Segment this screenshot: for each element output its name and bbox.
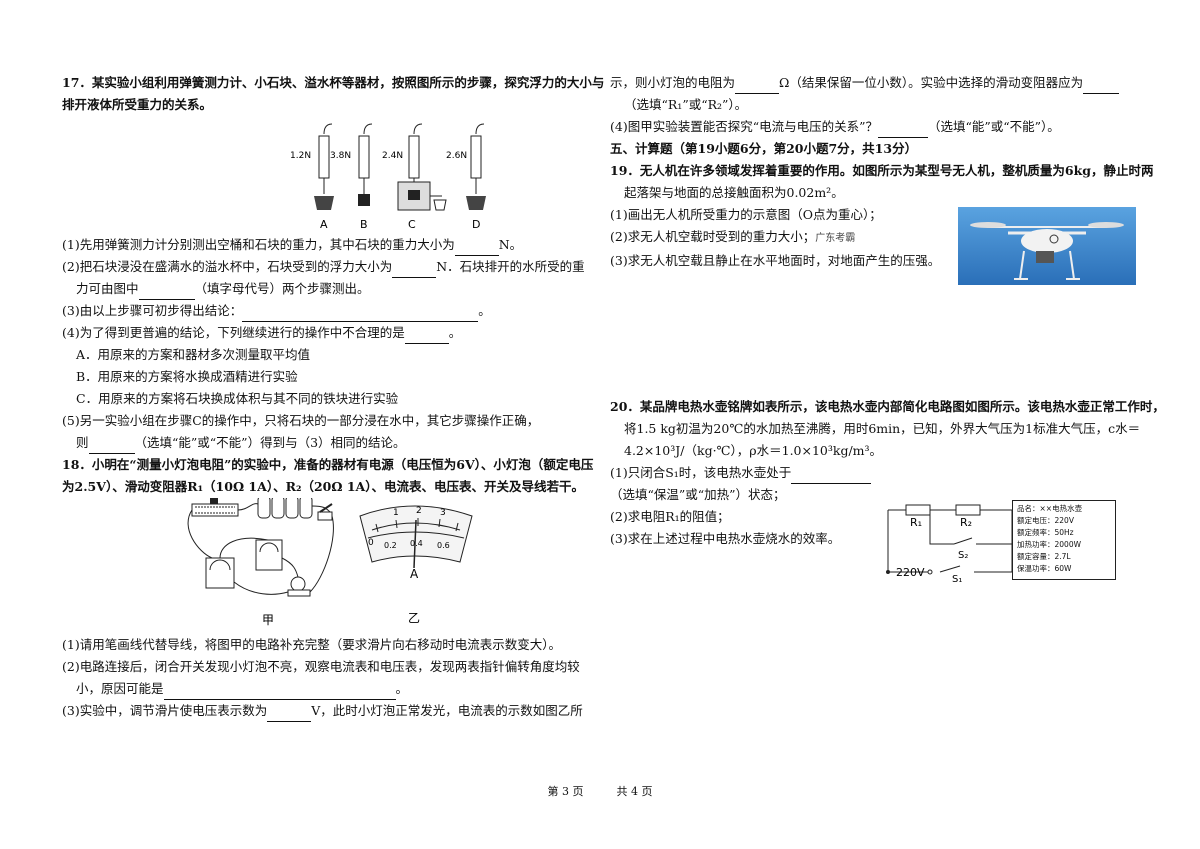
q18-sub-2-cont: 小，原因可能是。: [62, 678, 592, 700]
page-number: 第 3 页: [547, 785, 584, 798]
label-jia: 甲: [262, 613, 274, 627]
dial-top-2: 2: [416, 506, 422, 516]
label-yi: 乙: [408, 611, 420, 625]
q17-stem-2: 排开液体所受重力的关系。: [62, 97, 213, 112]
label-c: C: [408, 218, 416, 231]
ammeter: [255, 539, 283, 571]
q20-sub-3: (3)求在上述过程中电热水壶烧水的效率。: [610, 531, 841, 546]
reading-a: 1.2N: [290, 151, 311, 161]
left-column: 17．某实验小组利用弹簧测力计、小石块、溢水杯等器材，按照图所示的步骤，探究浮力…: [62, 72, 605, 722]
dial-bottom-3: 0.6: [437, 541, 450, 550]
ammeter-dial: 0 1 2 3 0.2 0.4 0.6 A: [359, 505, 473, 581]
dial-bottom-1: 0.2: [384, 541, 397, 550]
q17-option-c: C．用原来的方案将石块换成体积与其不同的铁块进行实验: [76, 391, 399, 406]
q18-sub-2: (2)电路连接后，闭合开关发现小灯泡不亮，观察电流表和电压表，发现两表指针偏转角…: [62, 659, 580, 674]
ammeter-needle: [413, 519, 417, 569]
dial-top-1: 1: [393, 508, 399, 518]
plate-row: 额定频率：50Hz: [1017, 528, 1074, 537]
q19-stem-2: 起落架与地面的总接触面积为0.02m²。: [624, 185, 844, 200]
wires: [187, 503, 334, 595]
label-d: D: [472, 218, 480, 231]
scale-c: 2.4N C: [382, 123, 447, 231]
q18-stem-1: 18．小明在“测量小灯泡电阻”的实验中，准备的器材有电源（电压恒为6V）、小灯泡…: [62, 457, 594, 472]
plate-row: 加热功率：2000W: [1017, 540, 1082, 549]
q20-sub-2: (2)求电阻R₁的阻值；: [610, 509, 730, 524]
q18-sub-4: (4)图甲实验装置能否探究“电流与电压的关系”？（选填“能”或“不能”）。: [610, 116, 1140, 138]
rheostat: [191, 498, 239, 517]
q20-stem-3: 4.2×10³J/（kg·℃），ρ水＝1.0×10³kg/m³。: [624, 443, 883, 458]
dial-zero: 0: [368, 538, 374, 548]
reading-b: 3.8N: [330, 151, 351, 161]
reading-d: 2.6N: [446, 151, 467, 161]
bulb: [287, 576, 311, 597]
plate-row: 额定电压：220V: [1017, 516, 1074, 525]
circuit-s1: S₁: [952, 574, 962, 584]
q19-sub-2: (2)求无人机空载时受到的重力大小；广东考霸: [610, 229, 856, 244]
q17-sub-3: (3)由以上步骤可初步得出结论：。: [62, 300, 592, 322]
q17-stem-1: 17．某实验小组利用弹簧测力计、小石块、溢水杯等器材，按照图所示的步骤，探究浮力…: [62, 75, 605, 90]
q20-stem-1: 20．某品牌电热水壶铭牌如表所示，该电热水壶内部简化电路图如图所示。该电热水壶正…: [610, 399, 1165, 414]
q19-stem-1: 19．无人机在许多领域发挥着重要的作用。如图所示为某型号无人机，整机质量为6kg…: [610, 163, 1154, 178]
circuit-r2: R₂: [960, 516, 972, 529]
q17-option-a: A．用原来的方案和器材多次测量取平均值: [76, 347, 311, 362]
page-footer: 第 3 页 共 4 页: [0, 783, 1200, 799]
q20-stem-2: 将1.5 kg初温为20℃的水加热至沸腾，用时6min，已知，外界大气压为1标准…: [624, 421, 1141, 436]
circuit-apparatus-figure: 甲 0 1 2 3 0.2 0.4 0.6: [187, 498, 473, 627]
spring-scale-figure: 1.2N A 3.8N B 2.4N C: [290, 123, 486, 231]
q18-sub-1: (1)请用笔画线代替导线，将图甲的电路补充完整（要求滑片向右移动时电流表示数变大…: [62, 637, 561, 652]
voltmeter: [205, 557, 235, 589]
page-total: 共 4 页: [616, 785, 653, 798]
dial-unit: A: [410, 567, 419, 581]
q20-sub-1: (1)只闭合S₁时，该电热水壶处于: [610, 462, 1140, 484]
q17-sub-4: (4)为了得到更普遍的结论，下列继续进行的操作中不合理的是。: [62, 322, 592, 344]
scale-d: 2.6N D: [446, 123, 486, 231]
scale-a: 1.2N A: [290, 123, 334, 231]
q18-sub-3-cont-2: （选填“R₁”或“R₂”）。: [624, 97, 748, 112]
q18-stem-2: 为2.5V）、滑动变阻器R₁（10Ω 1A）、R₂（20Ω 1A）、电流表、电压…: [62, 479, 584, 494]
q19-sub-1: (1)画出无人机所受重力的示意图（O点为重心）；: [610, 207, 882, 222]
q17-option-b: B．用原来的方案将水换成酒精进行实验: [76, 369, 298, 384]
kettle-circuit: R₁ R₂ S₂ 220V S₁: [886, 504, 1013, 584]
dial-top-3: 3: [440, 508, 446, 518]
battery-pack: [257, 498, 313, 519]
kettle-nameplate: 品名：××电热水壶 额定电压：220V 额定频率：50Hz 加热功率：2000W…: [1012, 500, 1116, 580]
q19-sub-3: (3)求无人机空载且静止在水平地面时，对地面产生的压强。: [610, 253, 941, 268]
q17-sub-5-cont: 则（选填“能”或“不能”）得到与（3）相同的结论。: [62, 432, 592, 454]
label-b: B: [360, 218, 368, 231]
q17-sub-5: (5)另一实验小组在步骤C的操作中，只将石块的一部分浸在水中，其它步骤操作正确，: [62, 413, 540, 428]
section-heading: 五、计算题（第19小题6分，第20小题7分，共13分）: [610, 141, 918, 156]
dial-bottom-2: 0.4: [410, 539, 423, 548]
circuit-voltage: 220V: [896, 566, 925, 579]
plate-row: 额定容量：2.7L: [1017, 552, 1071, 561]
q20-sub-1-cont: （选填“保温”或“加热”）状态；: [610, 487, 786, 502]
plate-row: 品名：××电热水壶: [1017, 504, 1083, 513]
circuit-s2: S₂: [958, 550, 968, 561]
reading-c: 2.4N: [382, 151, 403, 161]
label-a: A: [320, 218, 328, 231]
plate-row: 保温功率：60W: [1017, 564, 1072, 573]
q17-sub-2-cont: 力可由图中（填字母代号）两个步骤测出。: [62, 278, 592, 300]
scale-b: 3.8N B: [330, 123, 373, 231]
drone-photo: [958, 207, 1136, 285]
circuit-r1: R₁: [910, 516, 922, 529]
drone-icon: [970, 222, 1124, 280]
